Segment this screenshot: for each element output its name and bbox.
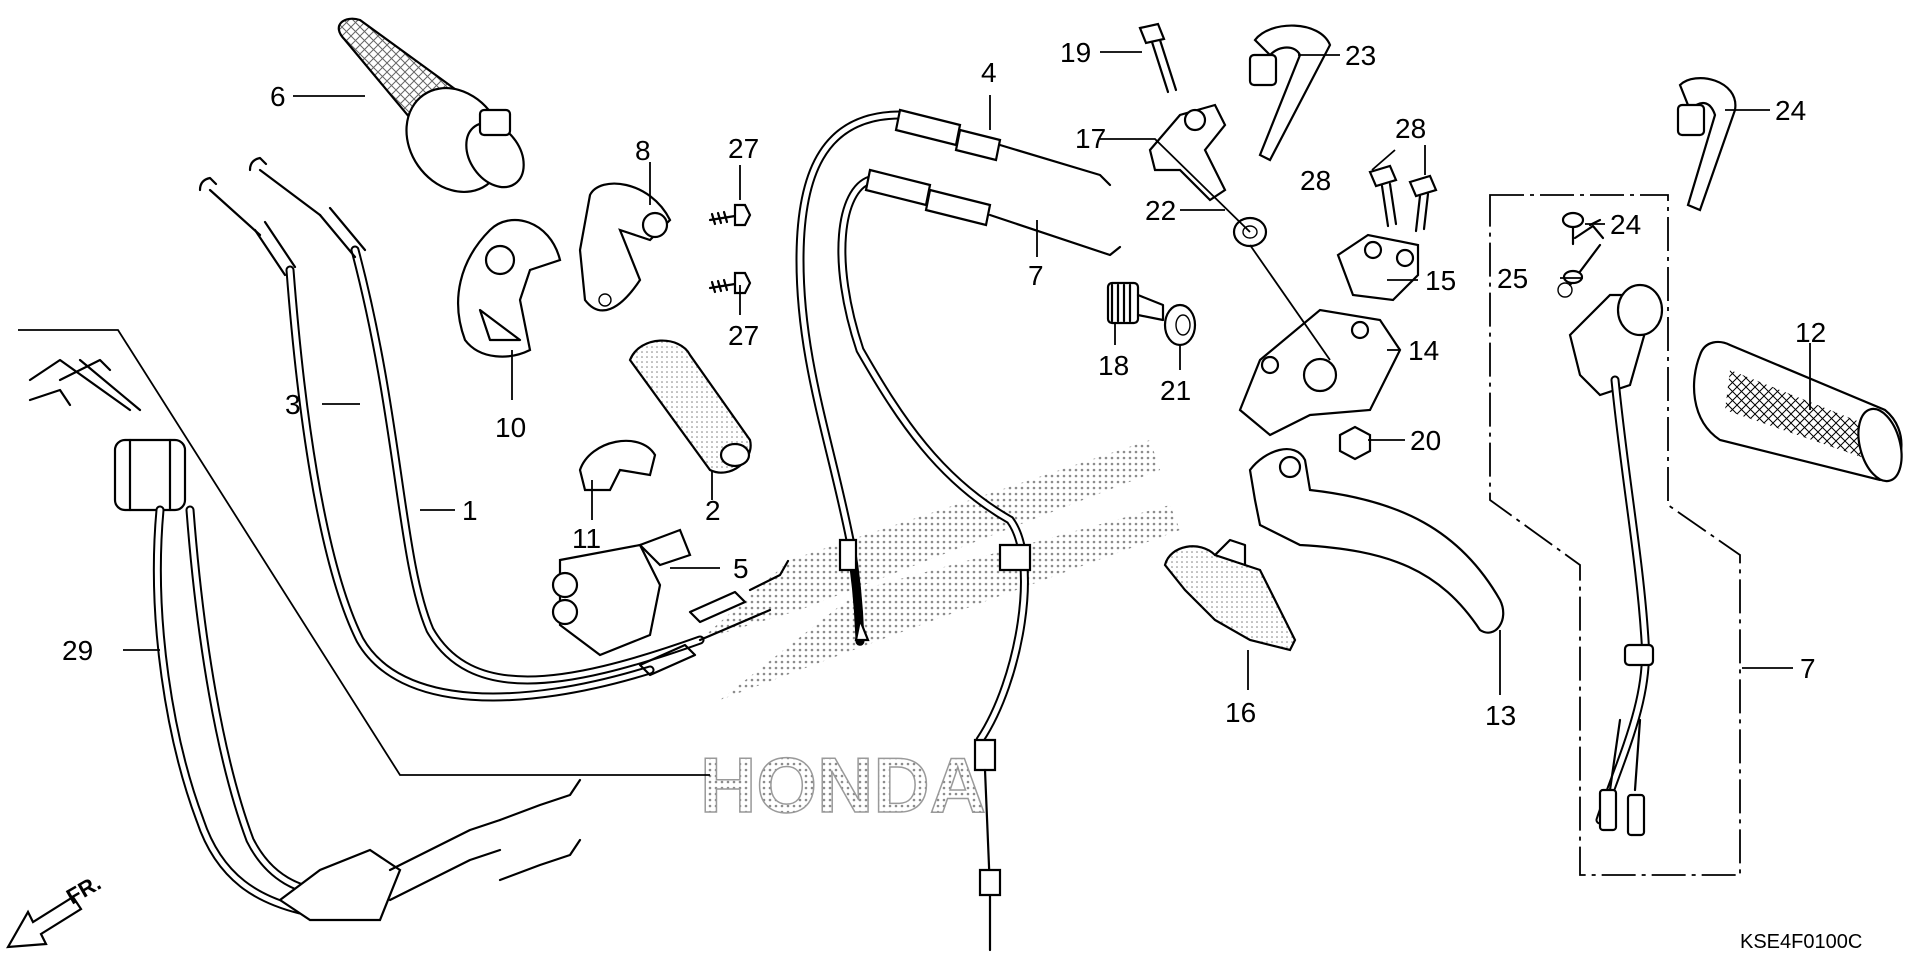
diagram-code: KSE4F0100C [1740,931,1862,953]
washer-26 [1562,269,1584,285]
callout-14: 14 [1408,335,1439,366]
callouts: 6 3 1 8 10 27 27 2 11 5 4 7 29 19 23 17 … [62,37,1826,731]
callout-22: 21 [1160,375,1191,406]
callout-17: 13 [1485,700,1516,731]
screw-27-upper [708,203,752,227]
grip-10 [1692,340,1903,483]
callout-24-right: 24 [1775,95,1806,126]
group-29-frame [18,329,710,776]
band-24-right [1676,77,1737,212]
bolt-20 [1138,22,1178,94]
callout-26: 25 [1497,263,1528,294]
front-arrow-icon [6,895,83,949]
adjuster-19 [1106,281,1165,325]
throttle-housing-11 [578,182,672,312]
callout-23: 22 [1145,195,1176,226]
callout-11: 8 [635,135,651,166]
screw-27-lower [708,271,752,295]
callout-20: 19 [1060,37,1091,68]
clamp-15 [1336,233,1420,302]
watermark-text: HONDA [700,741,986,829]
throttle-cables-1-3 [198,156,790,702]
kill-switch-7 [1557,218,1664,837]
clutch-bracket-18 [1148,103,1227,202]
callout-24-upper: 23 [1345,40,1376,71]
callout-28-left: 28 [1300,165,1331,196]
callout-3: 3 [285,389,301,420]
callout-13: 11 [572,523,601,554]
callout-15: 15 [1425,265,1456,296]
callout-27-lower: 27 [728,320,759,351]
callout-21: 20 [1410,425,1441,456]
leader-lines [123,51,1811,695]
lock-nut-22 [1163,303,1197,347]
callout-2: 2 [705,495,721,526]
callout-10: 12 [1795,317,1826,348]
callout-1: 1 [462,495,478,526]
callout-8: 6 [270,81,286,112]
cable-joint-5 [551,528,692,657]
callout-4: 4 [981,57,997,88]
callout-18: 17 [1075,123,1106,154]
nut-21 [1338,425,1372,461]
bolt-28-left [1368,164,1398,228]
callout-16: 16 [1225,697,1256,728]
callout-7: 7 [1800,653,1816,684]
callout-28-right: 28 [1395,113,1426,144]
callout-27-upper: 27 [728,133,759,164]
group-7-frame [1489,194,1741,876]
bolt-28-right [1408,174,1438,233]
watermark-logo: HONDA [699,440,1180,830]
throttle-housing-12 [457,218,562,358]
callout-25: 24 [1610,209,1641,240]
clutch-lever-17 [1248,448,1505,634]
throttle-cable-assembly-29 [28,358,582,922]
clutch-cables-4-6 [795,108,1122,952]
callout-6: 7 [1028,260,1044,291]
callout-5: 5 [733,553,749,584]
callout-19: 18 [1098,350,1129,381]
clutch-holder-14 [1238,308,1402,437]
callout-29: 29 [62,635,93,666]
cable-boot-2 [628,339,752,474]
band-24-upper [1248,24,1332,162]
screw-25 [1561,211,1585,246]
cover-13 [578,439,657,492]
lever-cover-16 [1163,538,1297,652]
callout-12: 10 [495,412,526,443]
throttle-grip-8 [337,17,525,194]
